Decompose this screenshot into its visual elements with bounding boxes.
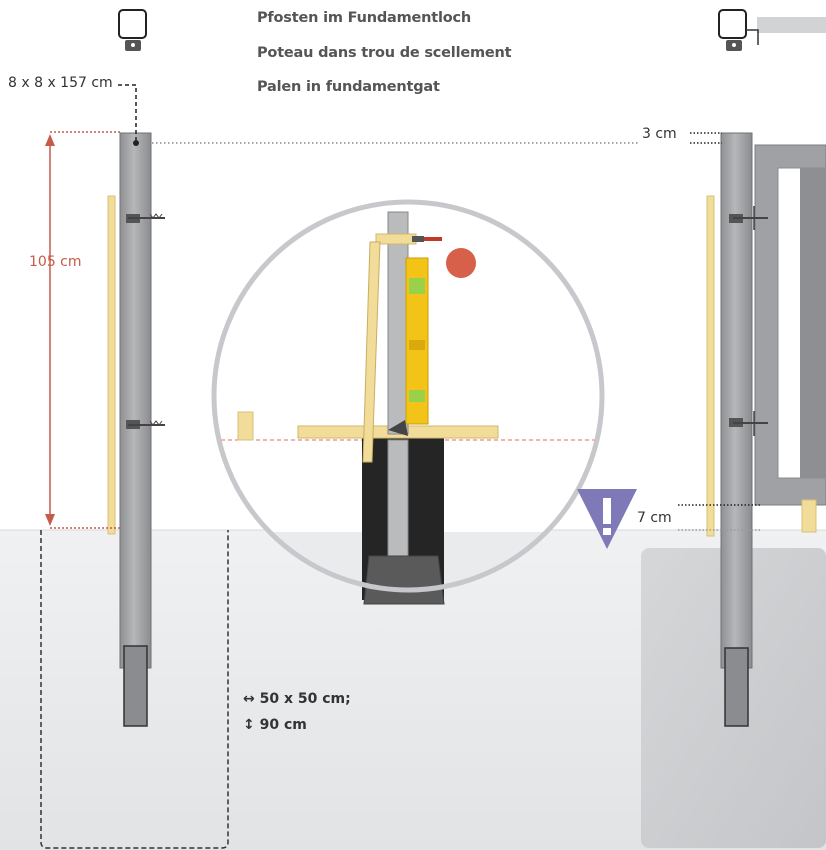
label-post-size: 8 x 8 x 157 cm xyxy=(8,75,113,91)
label-hole-depth: ↕ 90 cm xyxy=(243,717,307,733)
title-nl: Palen in fundamentgat xyxy=(257,79,440,95)
post-top-view-icon xyxy=(118,9,147,51)
bracket-lower-right xyxy=(729,411,768,436)
foundation-hole-outline xyxy=(40,530,229,849)
label-height-above: 105 cm xyxy=(29,254,82,270)
label-hole-width: ↔ 50 x 50 cm; xyxy=(243,691,351,707)
bracket-upper-right xyxy=(729,206,768,230)
warning-triangle-icon xyxy=(577,489,637,549)
red-dot-icon xyxy=(446,248,476,278)
post-with-rail-top-view-icon xyxy=(718,9,826,51)
bolt-upper-left xyxy=(126,213,165,223)
spirit-level xyxy=(405,257,429,425)
detail-circle xyxy=(211,199,605,605)
dimension-105cm xyxy=(45,131,122,529)
title-fr: Poteau dans trou de scellement xyxy=(257,45,512,61)
bolt-lower-left xyxy=(126,420,165,429)
title-de: Pfosten im Fundamentloch xyxy=(257,10,472,26)
post-left xyxy=(107,132,165,727)
label-top-offset: 3 cm xyxy=(642,126,677,142)
dimension-3cm xyxy=(152,132,722,144)
label-ground-offset: 7 cm xyxy=(637,510,672,526)
clamp xyxy=(375,233,442,245)
post-right xyxy=(706,132,826,727)
dimension-post-size-leader xyxy=(118,84,137,140)
